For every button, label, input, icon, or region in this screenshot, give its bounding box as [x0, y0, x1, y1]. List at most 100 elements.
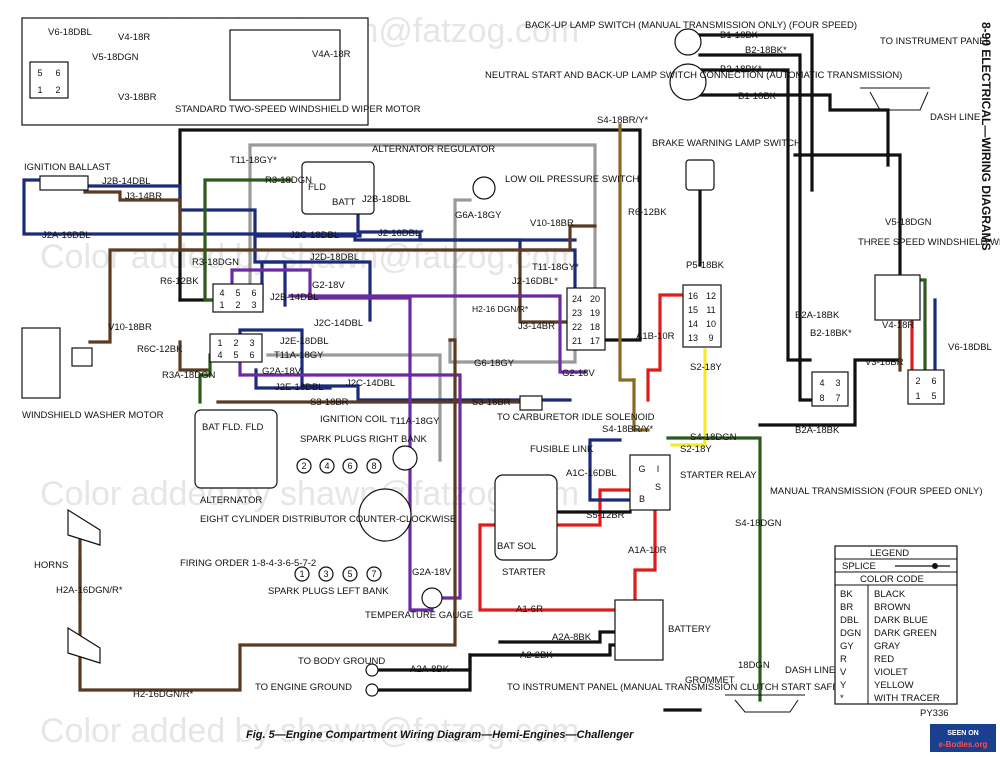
legend-code: * — [840, 693, 844, 704]
temp-gauge-icon — [421, 587, 443, 609]
ign-coil-icon — [392, 445, 418, 471]
wire-label: R3-18DGN — [192, 257, 239, 268]
plugs-left: 1 3 5 7 — [294, 566, 382, 582]
backup-switch-manual-icon — [674, 28, 702, 56]
legend-code: BK — [840, 589, 853, 600]
wire-label: A1C-16DBL — [566, 468, 617, 479]
pin: 22 — [572, 322, 582, 332]
firing-label: FIRING ORDER 1-8-4-3-6-5-7-2 — [180, 558, 316, 569]
wire-label: R3-18DGN — [265, 175, 312, 186]
body-ground-label: TO BODY GROUND — [298, 656, 385, 667]
connector-3-body — [566, 287, 606, 351]
wire-label: S2-18Y — [690, 362, 722, 373]
legend-name: GRAY — [874, 641, 901, 652]
pin: 2 — [233, 338, 238, 348]
connector-2-body — [209, 333, 263, 363]
legend-code: DBL — [840, 615, 858, 626]
starter-label: STARTER — [502, 567, 546, 578]
wiper3-label: THREE SPEED WINDSHIELD WIPER MOTOR — [858, 237, 1000, 248]
wire-label: G2A-18V — [262, 366, 302, 377]
legend-name: DARK GREEN — [874, 628, 937, 639]
wire-label: J2B-18DBL — [362, 194, 411, 205]
wire-engine-ground — [378, 653, 472, 692]
pin: 5 — [347, 569, 352, 579]
pin: 4 — [324, 461, 329, 471]
neutral-start-label: NEUTRAL START AND BACK-UP LAMP SWITCH CO… — [485, 70, 902, 81]
instrument-panel-top: TO INSTRUMENT PANEL DASH LINE — [860, 36, 991, 123]
wire-label: J2B-14DBL — [102, 176, 151, 187]
wire-label: T11A-18GY — [274, 350, 324, 361]
brake-warning-switch: BRAKE WARNING LAMP SWITCH — [652, 138, 801, 191]
wire-j2a-16dbl — [22, 178, 577, 242]
wire-label: A2A-8BK — [410, 664, 450, 675]
connector-4-body — [682, 284, 722, 348]
pin: 9 — [708, 333, 713, 343]
wire-label: G2-18V — [312, 280, 345, 291]
washer-reservoir — [21, 327, 61, 399]
ref-code: PY336 — [920, 708, 949, 719]
ignition-ballast: IGNITION BALLAST — [24, 162, 111, 191]
wire-r3a-18dgn — [198, 353, 212, 404]
wire-h2-16dgn — [78, 338, 457, 692]
pin: 4 — [219, 288, 224, 298]
wire-j2c-14dbl — [238, 328, 572, 402]
wire-label: 18DGN — [738, 660, 770, 671]
pin: 16 — [688, 291, 698, 301]
legend-code-title: COLOR CODE — [860, 574, 924, 585]
pin: G — [638, 464, 645, 474]
wire-label: R6C-12BK — [137, 344, 183, 355]
alternator-label: ALTERNATOR — [200, 495, 262, 506]
wire-label: H2-16DGN/R* — [133, 689, 193, 700]
watermark-text: Color added by shawn@fatzog.com — [40, 712, 579, 750]
wire-label: B2A-18BK — [795, 425, 840, 436]
starter-terms: BAT SOL — [497, 541, 536, 552]
wire-label: B2A-18BK — [795, 310, 840, 321]
legend: LEGEND SPLICE COLOR CODE BK BLACK BR BRO… — [834, 545, 958, 719]
pin: 18 — [590, 322, 600, 332]
legend-code: Y — [840, 680, 847, 691]
wire-label: A1-6R — [516, 604, 543, 615]
pin: 1 — [219, 300, 224, 310]
wire-s4-18bry-2 — [632, 378, 650, 432]
reg-batt: BATT — [332, 197, 356, 208]
wire-label: A2A-8BK — [552, 632, 592, 643]
pin: 4 — [819, 378, 824, 388]
dist-label: EIGHT CYLINDER DISTRIBUTOR COUNTER-CLOCK… — [200, 514, 456, 525]
grommet-icon — [725, 694, 805, 713]
wire-a1c-16dbl — [588, 438, 632, 502]
wire-label: H2-16 DGN/R* — [472, 304, 529, 314]
legend-code: BR — [840, 602, 853, 613]
wire-label: V6-18DBL — [48, 27, 92, 38]
oil-pressure-switch: LOW OIL PRESSURE SWITCH — [472, 174, 639, 200]
wire-label: V4-18R — [882, 320, 914, 331]
pin: S — [655, 482, 661, 492]
ignition-system: IGNITION COIL SPARK PLUGS RIGHT BANK 2 4… — [180, 414, 456, 597]
legend-name: VIOLET — [874, 667, 908, 678]
plug-circle — [319, 458, 335, 474]
legend-name: BLACK — [874, 589, 906, 600]
pin: 2 — [301, 461, 306, 471]
wire-label: V10-18BR — [530, 218, 574, 229]
ground-ring-icon — [365, 683, 379, 697]
wire-label: B2-18BK* — [720, 64, 762, 75]
wire-label: P5-18BK — [686, 260, 725, 271]
wire-s2-18y — [670, 348, 707, 447]
wire-label: V6-18DBL — [948, 342, 992, 353]
wire-a2-2bk — [378, 643, 617, 672]
fusible-label: FUSIBLE LINK — [530, 444, 594, 455]
wire-g2a-18v — [238, 358, 462, 600]
dash-line-label: DASH LINE — [930, 112, 980, 123]
wiper2-title: STANDARD TWO-SPEED WINDSHIELD WIPER MOTO… — [175, 104, 421, 115]
battery-body — [614, 599, 664, 661]
grommet: GROMMET DASH LINE — [685, 665, 835, 713]
brake-switch-body — [685, 159, 715, 191]
plug-circle — [342, 566, 358, 582]
pin: 4 — [217, 350, 222, 360]
wire-g2-18v-b — [288, 294, 587, 374]
seen-on-badge: SEEN ON e-Bodies.org — [930, 724, 996, 752]
regulator-label: ALTERNATOR REGULATOR — [372, 144, 495, 155]
backup-manual-label: BACK-UP LAMP SWITCH (MANUAL TRANSMISSION… — [525, 20, 857, 31]
legend-rows: BK BLACK BR BROWN DBL DARK BLUE DGN DARK… — [840, 589, 940, 704]
wire-label: H2A-16DGN/R* — [56, 585, 123, 596]
